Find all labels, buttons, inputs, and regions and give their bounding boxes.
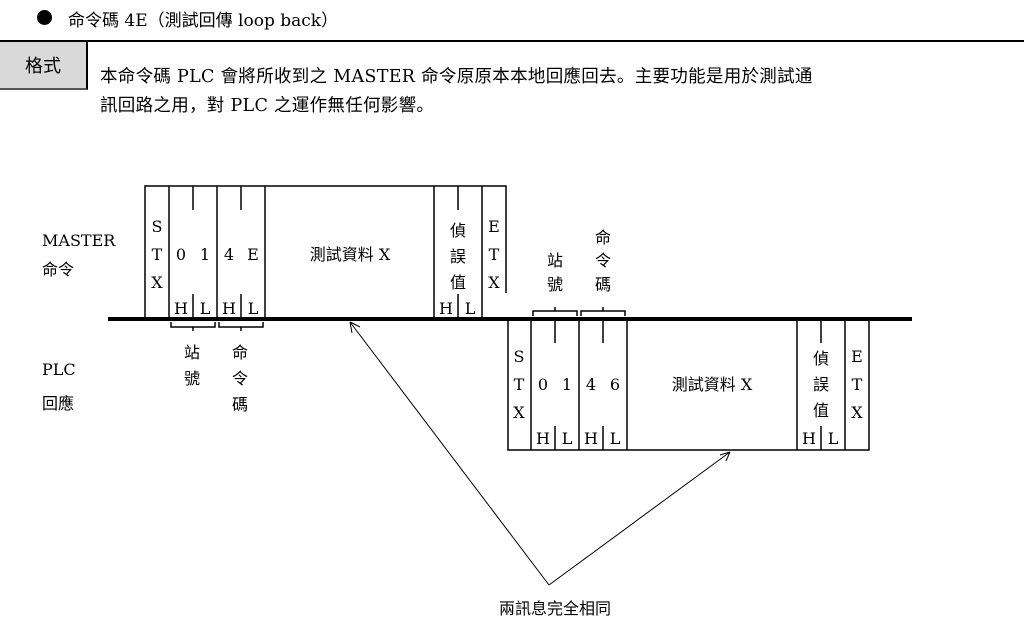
master-stx: X <box>151 273 163 292</box>
arrowhead-icon <box>349 321 361 334</box>
plc-command-h: 4 <box>586 375 596 394</box>
plc-checksum: 值 <box>813 401 829 420</box>
h-label: H <box>536 429 550 448</box>
arrowhead-icon <box>719 451 731 462</box>
plc-etx: E <box>851 347 863 366</box>
l-label: L <box>562 429 573 448</box>
divider <box>0 40 1024 42</box>
master-checksum: 誤 <box>450 247 466 266</box>
plc-stx: S <box>514 347 525 366</box>
command-label: 命 <box>595 228 611 247</box>
plc-etx: X <box>851 403 863 422</box>
master-etx: E <box>488 217 500 236</box>
l-label: L <box>610 429 621 448</box>
station-label: 站 <box>184 343 200 362</box>
plc-station-l: 1 <box>562 375 572 394</box>
plc-data: 測試資料 X <box>672 375 753 394</box>
plc-command-l: 6 <box>610 375 620 394</box>
note-label: 兩訊息完全相同 <box>499 599 611 618</box>
h-label: H <box>439 299 453 318</box>
l-label: L <box>200 299 211 318</box>
command-label: 碼 <box>232 395 248 414</box>
plc-etx: T <box>852 375 863 394</box>
arrow-to-plc <box>548 451 731 586</box>
station-label: 站 <box>547 251 563 270</box>
description-line-1: 本命令碼 PLC 會將所收到之 MASTER 命令原原本本地回應回去。主要功能是… <box>100 67 813 87</box>
format-label: 格式 <box>0 42 88 90</box>
command-label: 令 <box>595 251 611 270</box>
master-label-2: 命令 <box>42 260 74 279</box>
plc-label: PLC <box>42 360 76 379</box>
l-label: L <box>248 299 259 318</box>
description-line-2: 訊回路之用，對 PLC 之運作無任何影響。 <box>100 96 435 116</box>
command-label: 碼 <box>595 275 611 294</box>
master-label: MASTER <box>42 231 116 250</box>
section-heading: 命令碼 4E（測試回傳 loop back） <box>68 11 339 31</box>
master-stx: S <box>152 217 163 236</box>
master-command-h: 4 <box>224 245 234 264</box>
plc-stx: T <box>514 375 525 394</box>
command-label: 令 <box>232 369 248 388</box>
master-etx: X <box>488 273 500 292</box>
arrows <box>349 321 731 586</box>
plc-label-2: 回應 <box>42 394 74 413</box>
h-label: H <box>802 429 816 448</box>
l-label: L <box>828 429 839 448</box>
master-station-l: 1 <box>200 245 210 264</box>
master-checksum: 值 <box>450 273 466 292</box>
command-label: 命 <box>232 343 248 362</box>
h-label: H <box>584 429 598 448</box>
l-label: L <box>465 299 476 318</box>
plc-checksum: 誤 <box>813 375 829 394</box>
station-label: 號 <box>184 369 200 388</box>
arrow-to-master <box>349 321 550 586</box>
plc-station-h: 0 <box>538 375 548 394</box>
station-label: 號 <box>547 275 563 294</box>
plc-checksum: 偵 <box>813 349 829 368</box>
plc-frame <box>507 307 870 451</box>
master-stx: T <box>152 245 163 264</box>
master-data: 測試資料 X <box>310 245 391 264</box>
master-frame <box>144 185 507 331</box>
master-etx: T <box>489 245 500 264</box>
master-station-h: 0 <box>176 245 186 264</box>
master-checksum: 偵 <box>450 221 466 240</box>
h-label: H <box>222 299 236 318</box>
h-label: H <box>174 299 188 318</box>
master-command-l: E <box>247 245 259 264</box>
bullet-icon <box>37 10 52 25</box>
plc-stx: X <box>513 403 525 422</box>
